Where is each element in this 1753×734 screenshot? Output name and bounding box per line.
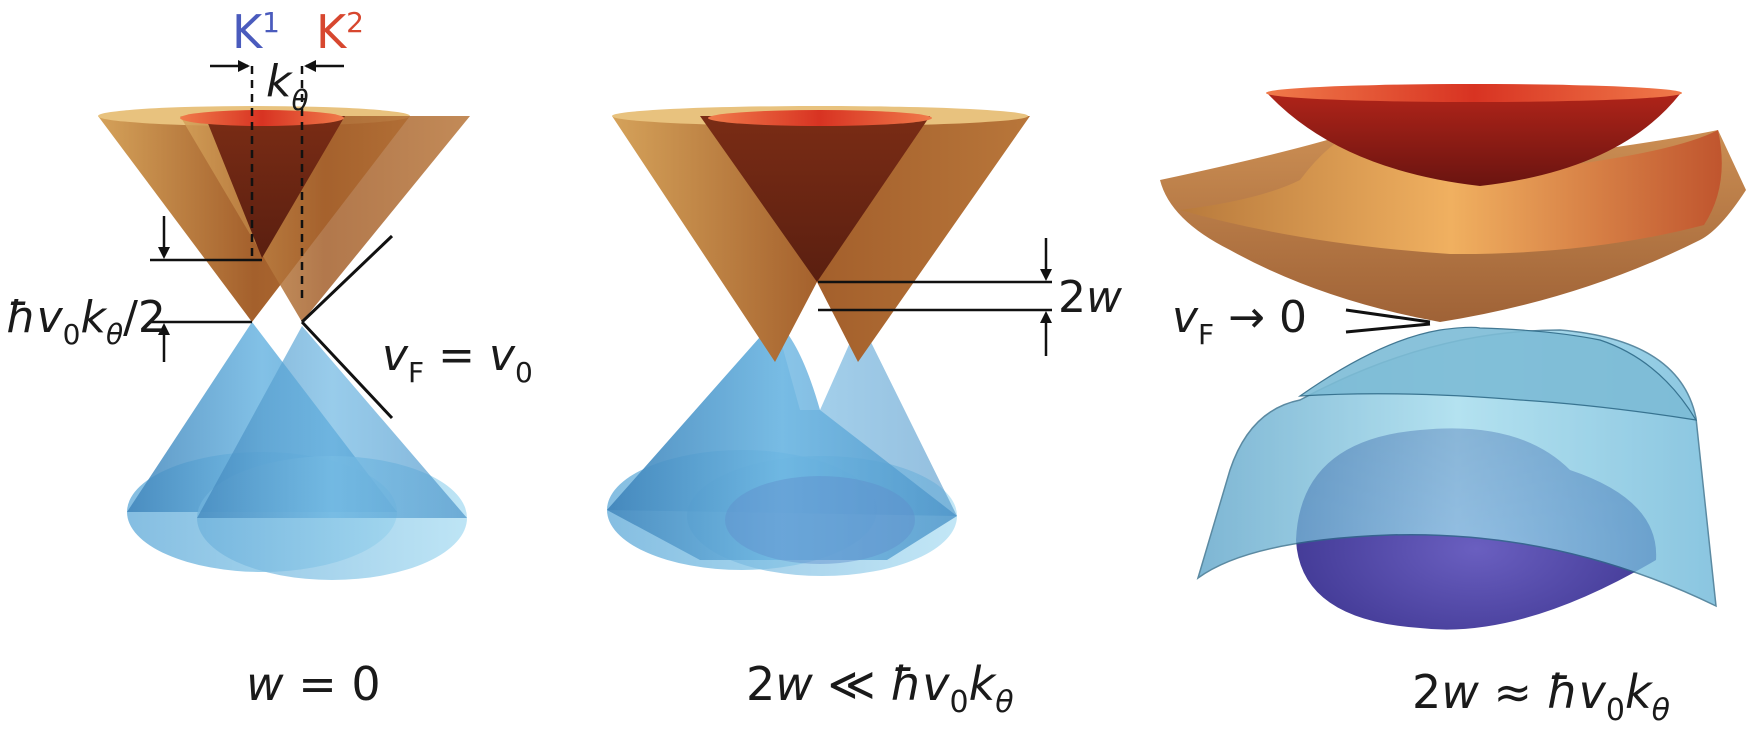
gap-label: ħv0kθ/2: [6, 292, 166, 351]
panel-1-caption: w = 0: [246, 657, 381, 711]
panel-1-decoupled-cones: K1 K2 kθ ħv0kθ/2 vF = v0 w = 0: [6, 5, 533, 711]
velocity-tangent-upper: [300, 234, 394, 324]
valley-k2-label: K2: [316, 5, 364, 59]
gap-2w-label: 2w: [1058, 272, 1123, 323]
panel-3-flat-bands: vF → 0 2w ≈ ħv0kθ: [1160, 84, 1746, 728]
velocity-pointer-1: [1345, 308, 1431, 324]
k-theta-label: kθ: [266, 56, 309, 117]
velocity-label: vF = v0: [382, 330, 533, 389]
valley-k1-label: K1: [232, 5, 280, 59]
velocity-pointer-2: [1345, 322, 1431, 334]
upper-band-pair: [612, 106, 1030, 362]
lower-band-pair: [607, 320, 957, 576]
velocity-tangent-lower: [300, 320, 394, 420]
flat-upper-band: [1160, 130, 1746, 322]
velocity-zero-label: vF → 0: [1172, 292, 1307, 351]
panel-2-caption: 2w ≪ ħv0kθ: [746, 657, 1014, 720]
panel-2-weak-coupling: 2w 2w ≪ ħv0kθ: [607, 106, 1123, 720]
flat-lower-band: [1196, 326, 1717, 608]
panel-3-caption: 2w ≈ ħv0kθ: [1412, 665, 1670, 728]
remote-upper-band: [1266, 84, 1682, 186]
upper-cone-rim: [180, 110, 344, 126]
lower-dirac-cone-k2: [197, 326, 467, 580]
